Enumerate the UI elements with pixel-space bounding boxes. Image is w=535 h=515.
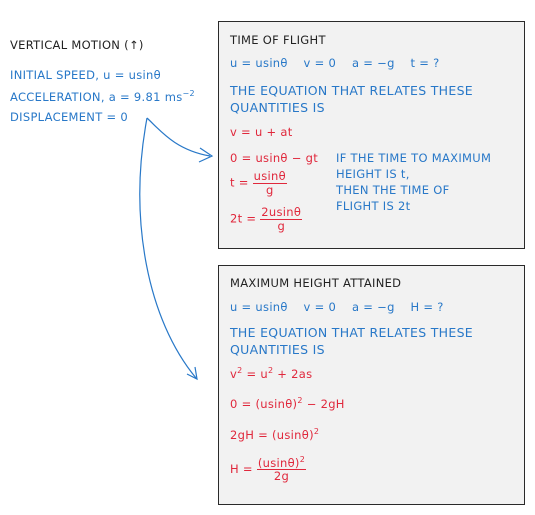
displacement-label: DISPLACEMENT = 0 [10,110,128,124]
tof-note-line2: HEIGHT IS t, [336,167,410,181]
mh-equation-2: 0 = (usinθ)2 − 2gH [230,396,345,411]
mh-variables: u = usinθ v = 0 a = −g H = ? [230,300,444,314]
tof-note-line4: FLIGHT IS 2t [336,199,411,213]
tof-relation-line2: QUANTITIES IS [230,100,325,115]
tof-equation-1: v = u + at [230,125,293,139]
mh-relation-line2: QUANTITIES IS [230,342,325,357]
tof-variables: u = usinθ v = 0 a = −g t = ? [230,56,440,70]
mh-equation-1: v2 = u2 + 2as [230,366,313,381]
mh-equation-3: 2gH = (usinθ)2 [230,427,320,442]
tof-note-line3: THEN THE TIME OF [336,183,450,197]
max-height-box: MAXIMUM HEIGHT ATTAINED u = usinθ v = 0 … [218,265,525,505]
initial-speed-label: INITIAL SPEED, u = usinθ [10,68,161,82]
tof-relation-line1: THE EQUATION THAT RELATES THESE [230,83,474,98]
time-of-flight-title: TIME OF FLIGHT [230,33,326,47]
mh-relation-line1: THE EQUATION THAT RELATES THESE [230,325,474,340]
acceleration-label: ACCELERATION, a = 9.81 ms−2 [10,89,195,104]
max-height-title: MAXIMUM HEIGHT ATTAINED [230,276,402,290]
vertical-motion-heading: VERTICAL MOTION (↑) [10,38,144,52]
tof-equation-2: 0 = usinθ − gt [230,151,319,165]
time-of-flight-box: TIME OF FLIGHT u = usinθ v = 0 a = −g t … [218,21,525,249]
tof-note-line1: IF THE TIME TO MAXIMUM [336,151,492,165]
